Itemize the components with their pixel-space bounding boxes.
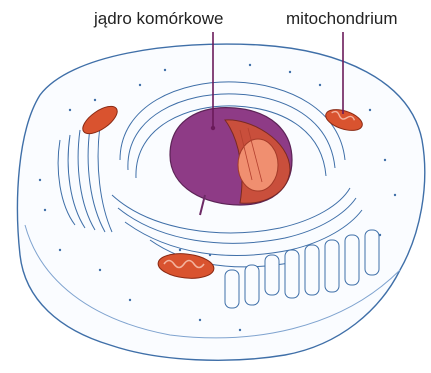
mitochondrion-label: mitochondrium: [286, 10, 398, 27]
nucleus-leader-dot: [211, 126, 215, 130]
nucleus-label: jądro komórkowe: [94, 10, 223, 27]
